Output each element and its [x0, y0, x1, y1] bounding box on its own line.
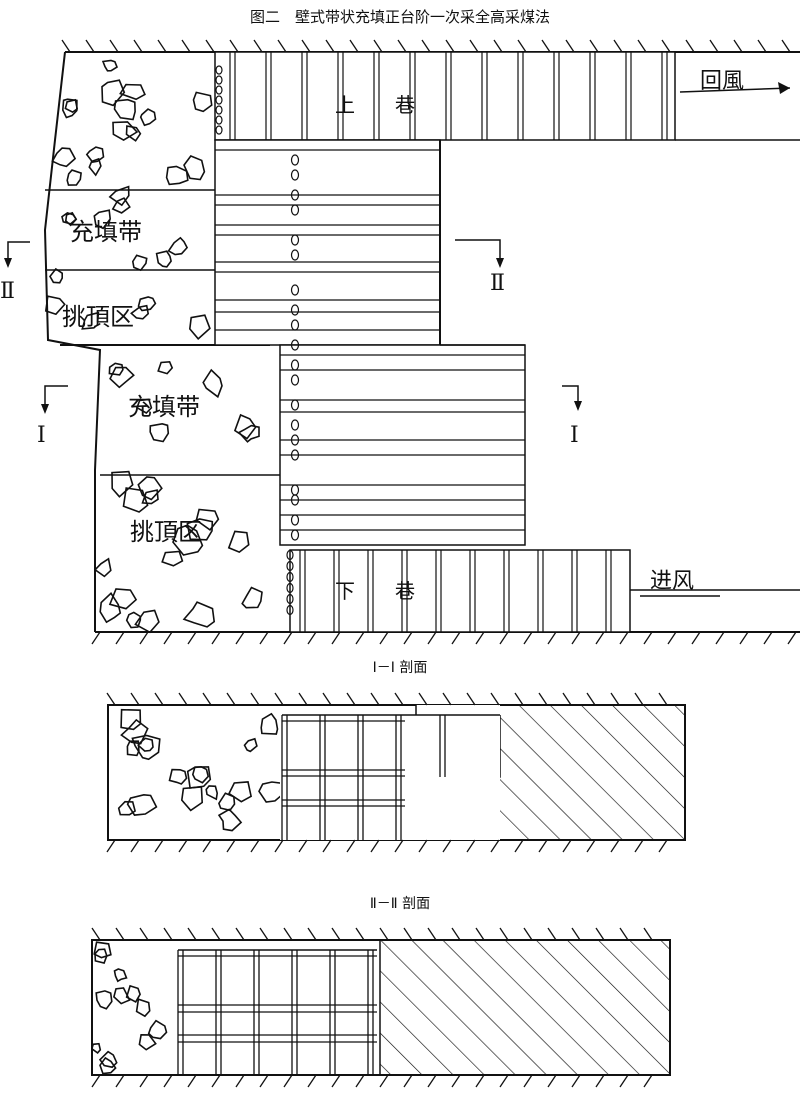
plan-view: 上 巷 下 巷 回風 进风 充填带 充填带 挑頂区 挑頂区 Ⅱ Ⅱ Ⅰ [0, 39, 800, 645]
return-air-arrow [679, 87, 791, 93]
section-I-caption: Ⅰ－Ⅰ 剖面 [373, 660, 428, 676]
lower-roadway [289, 549, 631, 633]
lower-roadway-label: 下 巷 [335, 579, 415, 603]
roof-hatch [61, 39, 791, 53]
section-marker-II-right: Ⅱ [455, 239, 505, 296]
lower-working-face [279, 344, 526, 546]
lift-zone-lower-label: 挑頂区 [130, 518, 202, 546]
section-II-caption: Ⅱ－Ⅱ 剖面 [370, 896, 430, 912]
figure-title: 图二 壁式带状充填正台阶一次采全高采煤法 [250, 8, 550, 26]
svg-text:Ⅱ: Ⅱ [0, 279, 15, 304]
section-marker-I-left: Ⅰ [37, 385, 68, 448]
section-I [106, 692, 686, 853]
section-marker-I-right: Ⅰ [562, 385, 582, 448]
svg-text:Ⅱ: Ⅱ [490, 271, 505, 296]
svg-text:Ⅰ: Ⅰ [37, 423, 46, 448]
upper-roadway-label: 上 巷 [335, 93, 415, 117]
intake-air-label: 进风 [650, 569, 694, 594]
lower-roadway-props [299, 550, 612, 632]
section-marker-II-left: Ⅱ [0, 241, 30, 304]
upper-roadway [214, 51, 676, 141]
prop-pillars [215, 65, 300, 616]
fill-zone-upper-label: 充填带 [70, 218, 142, 246]
svg-text:Ⅰ: Ⅰ [570, 423, 579, 448]
lift-zone-upper-label: 挑頂区 [62, 303, 134, 331]
floor-hatch [91, 631, 797, 645]
gob-rubble [44, 59, 263, 634]
fill-zone-lower-label: 充填带 [128, 393, 200, 421]
section-II [90, 927, 671, 1088]
upper-roadway-props [229, 52, 668, 140]
upper-working-face [214, 139, 441, 346]
